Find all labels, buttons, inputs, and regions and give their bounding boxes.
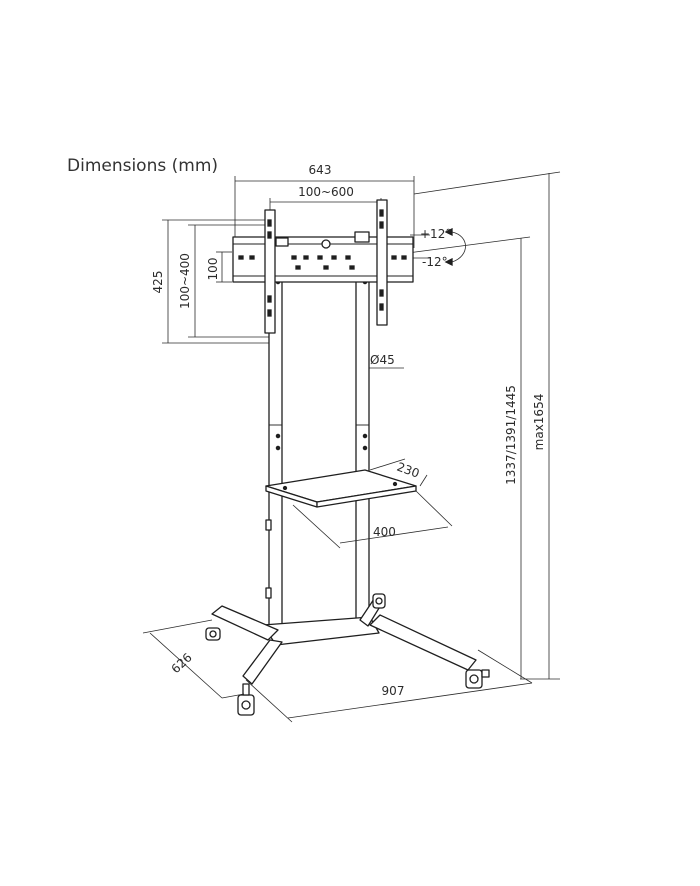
caster-back-right: [372, 593, 386, 609]
stand-base: [211, 595, 477, 685]
dimension-vesa-horizontal: 100~600: [269, 185, 382, 214]
label-vesa-horizontal: 100~600: [298, 185, 354, 199]
caster-front-left: [237, 683, 255, 716]
casters: [205, 593, 490, 716]
base-crossbar: [262, 616, 380, 646]
label-tilt-down: -12°: [422, 255, 448, 269]
dimension-width-overall: 643: [234, 163, 415, 248]
label-pole-diameter: Ø45: [370, 353, 395, 367]
base-leg-front-right: [369, 614, 477, 671]
dimension-shelf-width: 400: [292, 490, 453, 549]
label-base-width: 907: [382, 684, 405, 698]
label-bracket-height: 425: [151, 271, 165, 294]
label-width-overall: 643: [309, 163, 332, 177]
vesa-bracket: [232, 199, 414, 334]
right-vesa-arm: [376, 199, 388, 326]
label-vesa-min: 100: [206, 258, 220, 281]
base-leg-back-left: [211, 605, 279, 641]
label-base-depth: 626: [168, 650, 194, 676]
left-vesa-arm: [264, 209, 276, 334]
label-height-levels: 1337/1391/1445: [504, 385, 518, 485]
label-shelf-width: 400: [373, 525, 396, 539]
stand-poles: [265, 264, 370, 626]
dimension-vesa-min: 100: [206, 251, 232, 283]
dimension-vesa-vertical: 100~400: [178, 224, 272, 338]
dimension-base-width: 907: [245, 649, 533, 723]
label-height-max: max1654: [532, 394, 546, 451]
right-pole: [355, 264, 370, 621]
label-shelf-depth: 230: [395, 460, 421, 481]
caster-back-left: [205, 627, 221, 641]
label-vesa-vertical: 100~400: [178, 253, 192, 309]
diagram-title: Dimensions (mm): [67, 156, 219, 176]
dimension-height-levels: 1337/1391/1445: [399, 236, 531, 679]
label-tilt-up: +12°: [420, 227, 451, 241]
shelf: [265, 469, 417, 508]
dimension-bracket-height: 425: [151, 219, 276, 344]
dimension-height-max: max1654: [413, 171, 561, 680]
dimension-base-depth: 626: [142, 619, 245, 699]
tilt-indicator: +12° -12°: [410, 227, 466, 269]
caster-front-right: [465, 669, 490, 689]
base-leg-front-left: [242, 639, 283, 685]
